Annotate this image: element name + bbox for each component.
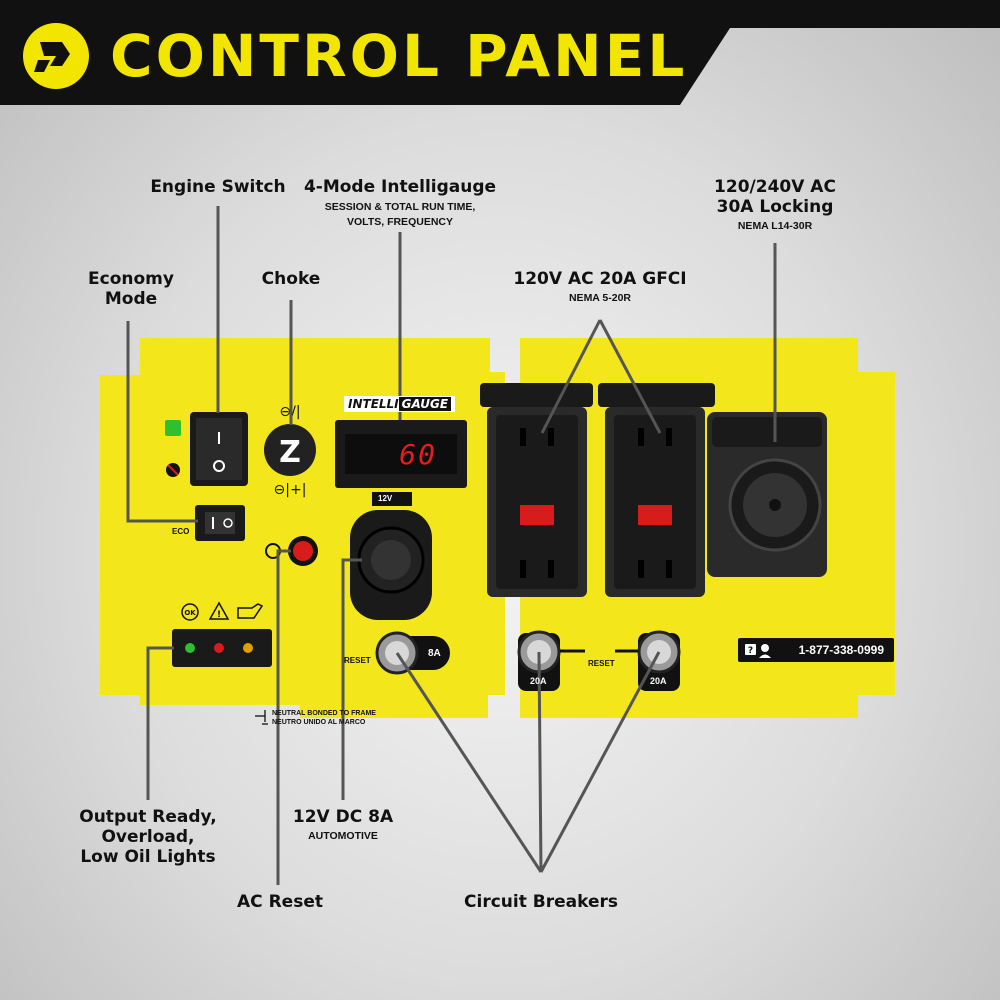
svg-text:OK: OK	[184, 609, 196, 617]
callout-lines	[126, 206, 777, 885]
intelligauge-display: 60	[399, 438, 437, 471]
intelligauge-label: 4-Mode Intelligauge	[303, 177, 497, 197]
engine-on-icon	[165, 420, 181, 436]
oil-can-icon	[237, 603, 264, 619]
svg-text:Z: Z	[279, 435, 301, 470]
locking-outlet	[707, 412, 827, 577]
warning-icon: !	[208, 601, 230, 620]
gfci-label: 120V AC 20A GFCI	[513, 269, 687, 289]
choke-knob	[264, 424, 316, 476]
dc-voltage-label: 12V	[378, 494, 393, 503]
dc-label: 12V DC 8A	[292, 807, 394, 827]
svg-text:!: !	[217, 610, 221, 620]
locking-sublabel: NEMA L14-30R	[737, 220, 813, 232]
gfci-outlet-left	[480, 383, 593, 597]
neutral-line-1: NEUTRAL BONDED TO FRAME	[272, 710, 376, 717]
banner	[0, 0, 1000, 105]
phone-badge: ? 1-877-338-0999	[738, 638, 894, 662]
ac-reset-label: AC Reset	[237, 892, 323, 912]
eco-label: ECO	[172, 527, 190, 536]
output-lights-label: Output Ready, Overload, Low Oil Lights	[79, 807, 217, 867]
dc-sublabel: AUTOMOTIVE	[308, 830, 378, 842]
overload-light	[214, 643, 224, 653]
engine-switch-label: Engine Switch	[150, 177, 286, 197]
ground-icon	[255, 710, 268, 725]
reset-label-right: RESET	[588, 659, 615, 668]
neutral-line-2: NEUTRO UNIDO AL MARCO	[272, 719, 366, 726]
gfci-outlet-right	[598, 383, 715, 597]
locking-label: 120/240V AC 30A Locking	[714, 177, 836, 217]
page-title: CONTROL PANEL	[110, 22, 688, 90]
choke-label: Choke	[261, 269, 321, 289]
champion-logo-icon	[23, 23, 89, 89]
gfci-sublabel: NEMA 5-20R	[568, 292, 632, 304]
breaker-8a-label: 8A	[428, 648, 441, 659]
ok-icon: OK	[181, 603, 199, 621]
economy-mode-label: Economy Mode	[88, 269, 174, 309]
breaker-20a-left-label: 20A	[530, 676, 547, 686]
output-ready-light	[185, 643, 195, 653]
reset-label-left: RESET	[344, 656, 371, 665]
phone-support-icon: ?	[745, 644, 771, 658]
intelligauge-sublabel: SESSION & TOTAL RUN TIME, VOLTS, FREQUEN…	[324, 201, 476, 228]
svg-text:⊖|+|: ⊖|+|	[274, 482, 307, 498]
svg-text:?: ?	[748, 646, 753, 656]
low-oil-light	[243, 643, 253, 653]
breaker-20a-right-label: 20A	[650, 676, 667, 686]
phone-number: 1-877-338-0999	[798, 643, 884, 657]
circuit-breakers-label: Circuit Breakers	[464, 892, 618, 912]
